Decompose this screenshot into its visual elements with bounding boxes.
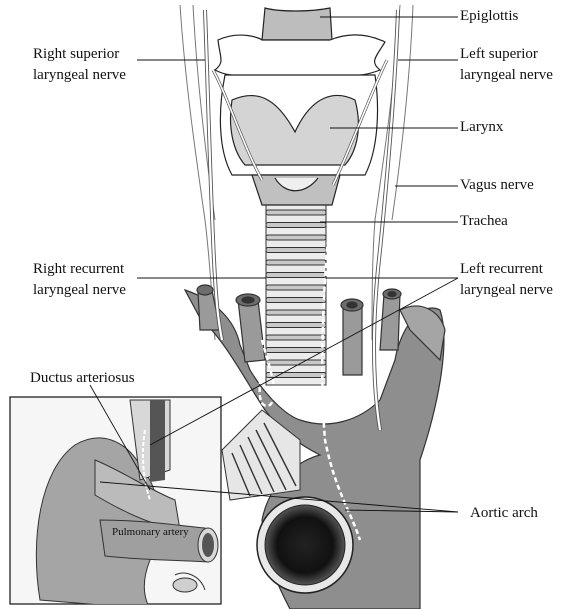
tracheal-ring [266, 298, 326, 303]
tracheal-ring [266, 360, 326, 365]
label-vagus-nerve: Vagus nerve [460, 176, 534, 195]
label-left-superior-2: laryngeal nerve [460, 66, 553, 85]
tracheal-ring [266, 285, 326, 290]
tracheal-ring [266, 260, 326, 265]
label-epiglottis: Epiglottis [460, 7, 518, 26]
label-right-recurrent-1: Right recurrent [33, 260, 124, 279]
label-left-recurrent-2: laryngeal nerve [460, 281, 553, 300]
aorta-cross-section [257, 497, 353, 593]
tracheal-ring [266, 310, 326, 315]
tracheal-ring [266, 323, 326, 328]
label-aortic-arch: Aortic arch [470, 504, 538, 523]
label-right-recurrent-2: laryngeal nerve [33, 281, 126, 300]
label-right-superior-2: laryngeal nerve [33, 66, 126, 85]
label-left-recurrent-1: Left recurrent [460, 260, 543, 279]
label-left-superior-1: Left superior [460, 45, 538, 64]
tracheal-ring [266, 348, 326, 353]
trachea-shape [266, 200, 326, 385]
tracheal-ring [266, 223, 326, 228]
label-pulmonary-artery: Pulmonary artery [112, 526, 189, 538]
tracheal-ring [266, 248, 326, 253]
tracheal-ring [266, 235, 326, 240]
tracheal-ring [266, 335, 326, 340]
tracheal-ring [266, 210, 326, 215]
label-ductus-arteriosus: Ductus arteriosus [30, 369, 135, 388]
label-trachea: Trachea [460, 212, 508, 231]
label-larynx: Larynx [460, 118, 503, 137]
larynx-shape [215, 8, 385, 205]
tracheal-ring [266, 273, 326, 278]
label-right-superior-1: Right superior [33, 45, 119, 64]
